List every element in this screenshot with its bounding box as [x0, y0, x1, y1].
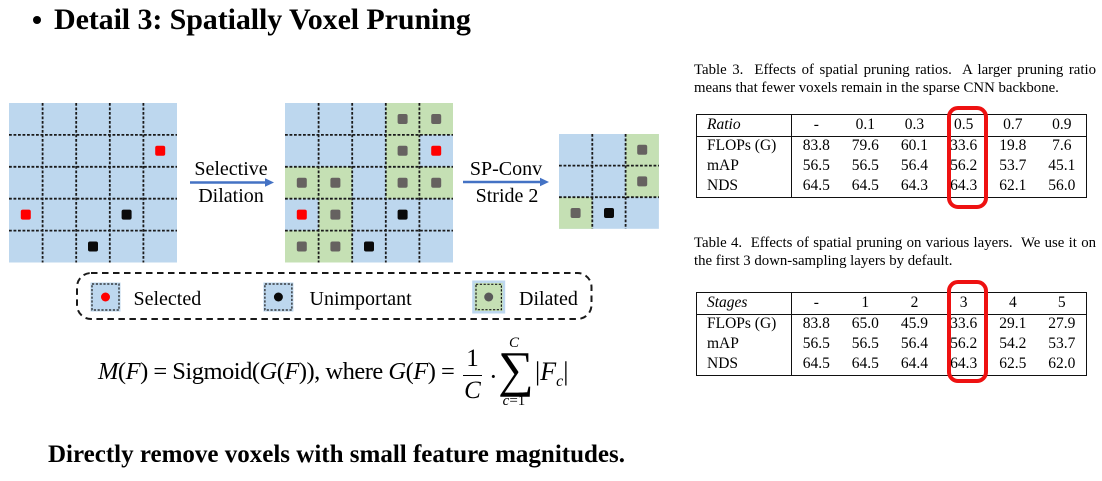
svg-text:Dilation: Dilation	[198, 185, 264, 207]
svg-text:Dilated: Dilated	[519, 288, 578, 310]
svg-text:SP-Conv: SP-Conv	[470, 158, 542, 180]
svg-text:Unimportant: Unimportant	[310, 288, 413, 310]
svg-text:Selected: Selected	[134, 288, 202, 310]
svg-text:Selective: Selective	[194, 158, 267, 180]
svg-text:Stride 2: Stride 2	[476, 185, 539, 207]
